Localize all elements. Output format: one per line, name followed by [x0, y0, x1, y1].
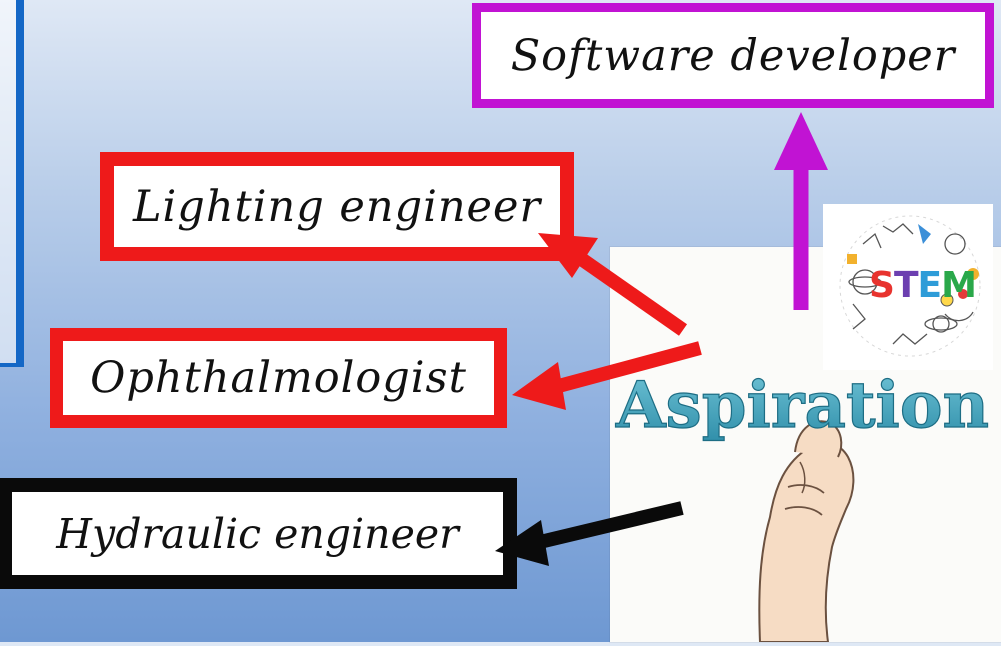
- label-lighting-engineer: Lighting engineer: [100, 152, 574, 261]
- finger-curl: [794, 420, 843, 458]
- stem-illustration: STEM: [839, 215, 981, 357]
- hand-shape: [758, 441, 855, 643]
- label-hydraulic-engineer: Hydraulic engineer: [0, 478, 517, 589]
- label-lighting-engineer-text: Lighting engineer: [132, 181, 541, 232]
- label-ophthalmologist: Ophthalmologist: [50, 328, 507, 428]
- partial-frame-left: [0, 0, 24, 367]
- aspiration-word: Aspiration: [615, 368, 989, 443]
- stem-word: STEM: [869, 265, 976, 306]
- label-software-developer-text: Software developer: [510, 30, 956, 81]
- label-software-developer: Software developer: [472, 3, 994, 108]
- stem-image: STEM: [823, 204, 993, 370]
- label-hydraulic-engineer-text: Hydraulic engineer: [56, 509, 459, 558]
- label-ophthalmologist-text: Ophthalmologist: [90, 353, 467, 403]
